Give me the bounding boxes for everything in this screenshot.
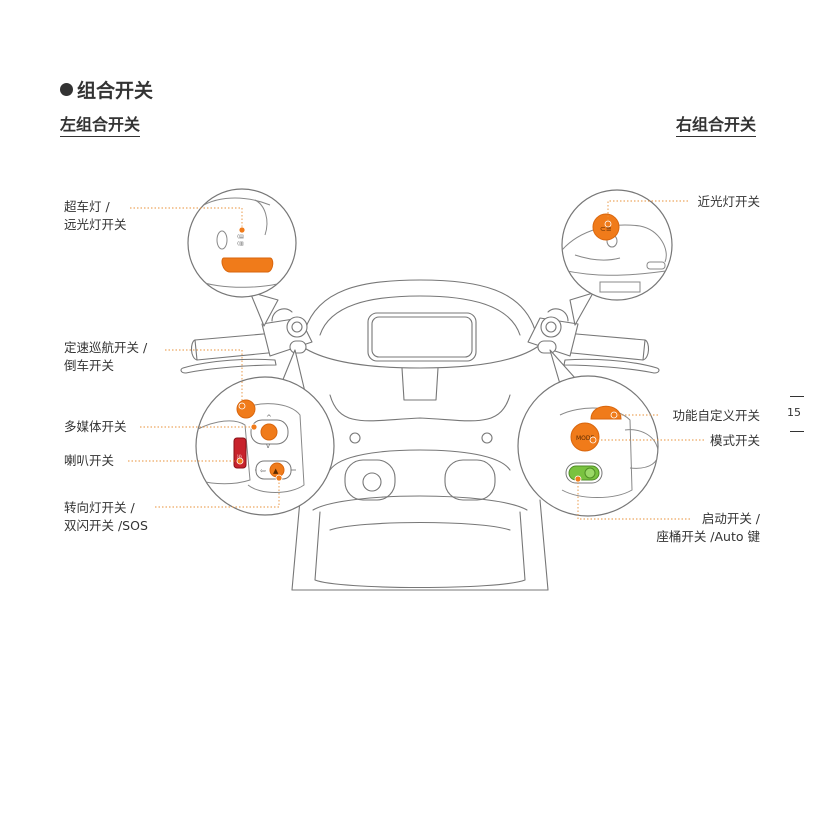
mode-button: [570, 422, 600, 452]
page-number-rule-top: [790, 396, 804, 397]
passing-light-trigger: [221, 257, 274, 273]
scooter-body-lines: [180, 279, 660, 591]
page-number: 15: [787, 406, 801, 419]
label-seat-auto: 座桶开关 /Auto 键: [656, 529, 760, 544]
label-low-beam: 近光灯开关: [697, 194, 760, 209]
svg-text:⊂≡: ⊂≡: [600, 225, 612, 233]
bullet-icon: [60, 83, 73, 96]
mode-button-text: MODE: [576, 435, 595, 442]
label-start: 启动开关 /: [701, 511, 760, 526]
svg-text:▲: ▲: [273, 467, 279, 475]
title-text: 组合开关: [77, 80, 154, 102]
label-hazard-sos: 双闪开关 /SOS: [64, 518, 148, 533]
page-title: 组合开关: [60, 76, 153, 103]
page-number-rule-bottom: [790, 431, 804, 432]
label-mode: 模式开关: [709, 433, 760, 448]
label-horn: 喇叭开关: [64, 453, 115, 468]
left-switch-heading: 左组合开关: [60, 111, 141, 137]
label-multimedia: 多媒体开关: [64, 419, 127, 434]
label-cruise-reverse: 定速巡航开关 / 倒车开关: [64, 339, 147, 375]
passing-light-icon: ⟨▥: [237, 241, 244, 247]
callout-left-top: ⟨▤ ⟨▥: [187, 188, 297, 298]
label-custom-function: 功能自定义开关: [672, 408, 760, 423]
svg-text:v: v: [266, 442, 270, 450]
high-beam-icon: ⟨▤: [237, 234, 244, 240]
leader-dots: [236, 220, 618, 483]
label-reverse: 倒车开关: [64, 358, 115, 373]
callout-right-bottom: MODE: [517, 375, 659, 517]
low-beam-button: [592, 213, 620, 241]
svg-text:))): ))): [237, 454, 242, 459]
right-switch-heading: 右组合开关: [676, 111, 757, 137]
cruise-reverse-button: [236, 399, 256, 419]
callout-right-top: ⊂≡: [561, 189, 673, 301]
leader-lines: [128, 200, 704, 520]
label-passing-light: 超车灯 /: [64, 199, 110, 214]
svg-text:⇦: ⇦: [260, 467, 266, 475]
callout-left-bottom: ^ v ))) ⇦ ▲: [195, 376, 335, 516]
label-start-seat-auto: 启动开关 / 座桶开关 /Auto 键: [656, 510, 760, 546]
label-turn-signal: 转向灯开关 /: [64, 500, 135, 515]
label-high-beam: 远光灯开关: [64, 217, 127, 232]
label-passing-light-high-beam: 超车灯 / 远光灯开关: [64, 198, 127, 234]
svg-text:^: ^: [266, 414, 272, 422]
label-turn-signal-hazard: 转向灯开关 / 双闪开关 /SOS: [64, 499, 148, 535]
label-cruise: 定速巡航开关 /: [64, 340, 148, 355]
